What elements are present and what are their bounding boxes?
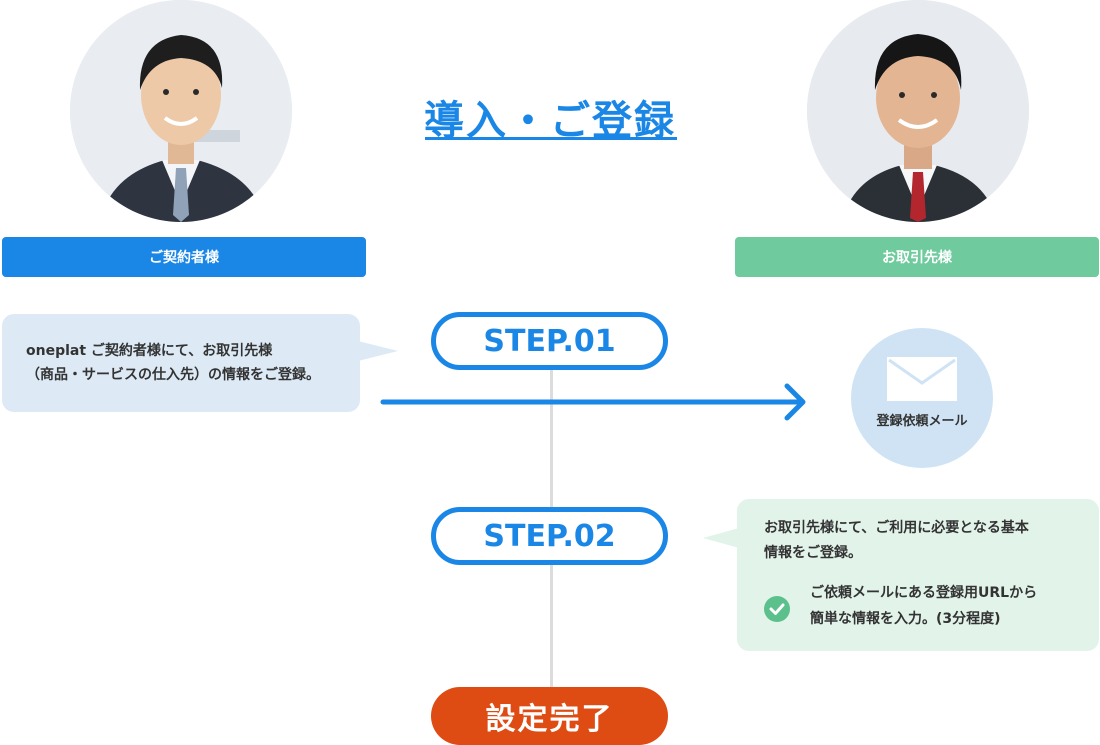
step2-description-bubble [737, 499, 1099, 651]
step2-note-line1: ご依頼メールにある登録用URLから [810, 585, 1038, 601]
arrow-right-icon [380, 383, 806, 421]
step2-note: ご依頼メールにある登録用URLから 簡単な情報を入力。(3分程度) [810, 580, 1090, 632]
step2-note-line2: 簡単な情報を入力。(3分程度) [810, 611, 1001, 627]
step2-description: お取引先様にて、ご利用に必要となる基本 情報をご登録。 [764, 516, 1084, 566]
page-title: 導入・ご登録 [424, 98, 676, 144]
check-icon [764, 596, 790, 622]
step1-description-line1: oneplat ご契約者様にて、お取引先様 [26, 343, 273, 359]
step2-description-line1: お取引先様にて、ご利用に必要となる基本 [764, 520, 1029, 536]
step1-description-line2: （商品・サービスの仕入先）の情報をご登録。 [26, 367, 320, 383]
step1-description: oneplat ご契約者様にて、お取引先様 （商品・サービスの仕入先）の情報をご… [26, 339, 356, 387]
business-partner-avatar [807, 0, 1029, 222]
step2-badge: STEP.02 [431, 507, 668, 565]
step1-badge: STEP.01 [431, 312, 668, 370]
business-partner-label: お取引先様 [735, 237, 1099, 277]
registration-mail-label: 登録依頼メール [876, 414, 968, 429]
contractor-label: ご契約者様 [2, 237, 366, 277]
contractor-avatar [70, 0, 292, 222]
bubble-tail [358, 341, 398, 361]
bubble-tail [703, 528, 739, 548]
step1-description-bubble [2, 314, 360, 412]
envelope-icon [887, 357, 957, 401]
setup-complete-badge: 設定完了 [431, 687, 668, 745]
title-underline [425, 137, 677, 140]
step2-description-line2: 情報をご登録。 [764, 545, 862, 561]
